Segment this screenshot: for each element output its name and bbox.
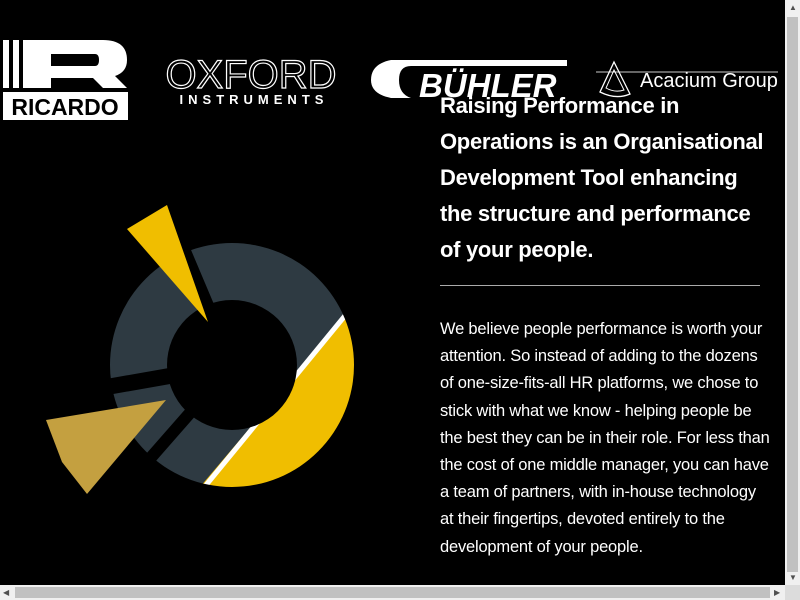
scrollbar-corner [785, 585, 800, 600]
svg-text:BÜHLER: BÜHLER [419, 67, 557, 100]
yellow-ring-segment [200, 312, 380, 500]
horizontal-scrollbar[interactable]: ◀ ▶ [0, 585, 785, 600]
scroll-down-icon[interactable]: ▼ [789, 573, 797, 582]
performance-donut-graphic [46, 205, 380, 500]
acacium-group-logo: Acacium Group [596, 60, 778, 98]
scroll-left-icon[interactable]: ◀ [3, 588, 10, 597]
svg-text:Acacium Group: Acacium Group [640, 70, 778, 92]
body-paragraph: We believe people performance is worth y… [440, 320, 770, 556]
page-heading: Raising Performance in Operations is an … [440, 93, 764, 262]
buhler-logo: BÜHLER [371, 60, 567, 100]
tan-wedge [46, 400, 166, 494]
vertical-scrollbar[interactable]: ▲ ▼ [785, 0, 800, 585]
white-divider [200, 310, 350, 492]
horizontal-scroll-thumb[interactable] [15, 587, 770, 598]
scroll-right-icon[interactable]: ▶ [774, 588, 781, 597]
svg-text:OXFORD: OXFORD [165, 53, 336, 97]
svg-text:RICARDO: RICARDO [11, 94, 118, 120]
svg-text:INSTRUMENTS: INSTRUMENTS [180, 92, 329, 107]
vertical-scroll-thumb[interactable] [787, 17, 798, 572]
scroll-up-icon[interactable]: ▲ [789, 3, 797, 12]
oxford-instruments-logo: OXFORD INSTRUMENTS [165, 52, 337, 107]
ricardo-logo: RICARDO [3, 40, 128, 120]
yellow-spike [127, 205, 208, 322]
divider [440, 285, 760, 286]
